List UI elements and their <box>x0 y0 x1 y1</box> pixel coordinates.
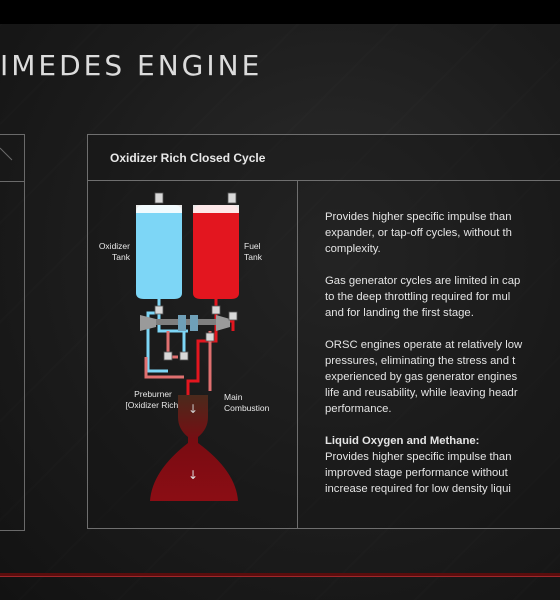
left-card-corner <box>0 147 13 161</box>
page-title: IMEDES ENGINE <box>0 49 263 82</box>
background-pattern <box>0 24 560 600</box>
bottom-accent-line <box>0 576 560 577</box>
valves <box>154 305 238 361</box>
description-paragraph-2: Gas generator cycles are limited in cap … <box>325 275 521 319</box>
card-title: Oxidizer Rich Closed Cycle <box>110 151 266 165</box>
top-black-bar <box>0 0 560 24</box>
card-divider <box>297 181 298 529</box>
description-paragraph-3: ORSC engines operate at relatively low p… <box>325 339 523 415</box>
main-combustion-chamber: ↓ ↓ <box>150 395 238 501</box>
description-panel: Provides higher specific impulse than ex… <box>325 209 560 497</box>
page-background <box>0 24 560 600</box>
exhaust-arrow-icon: ↓ <box>188 468 198 482</box>
bottom-accent-bar <box>0 573 560 576</box>
description-paragraph-1: Provides higher specific impulse than ex… <box>325 211 512 255</box>
description-paragraph-4: Provides higher specific impulse than im… <box>325 451 512 495</box>
oxidizer-tank <box>136 192 182 299</box>
propellant-subheading: Liquid Oxygen and Methane: <box>325 435 480 447</box>
left-card-partial <box>0 134 25 531</box>
fuel-tank <box>193 192 239 299</box>
card-header: Oxidizer Rich Closed Cycle <box>88 135 560 181</box>
left-card-header <box>0 135 24 182</box>
preburner-label: Preburner[Oxidizer Rich] <box>125 389 180 410</box>
flow-arrow-icon: ↓ <box>188 402 198 416</box>
turbopump <box>140 315 230 331</box>
